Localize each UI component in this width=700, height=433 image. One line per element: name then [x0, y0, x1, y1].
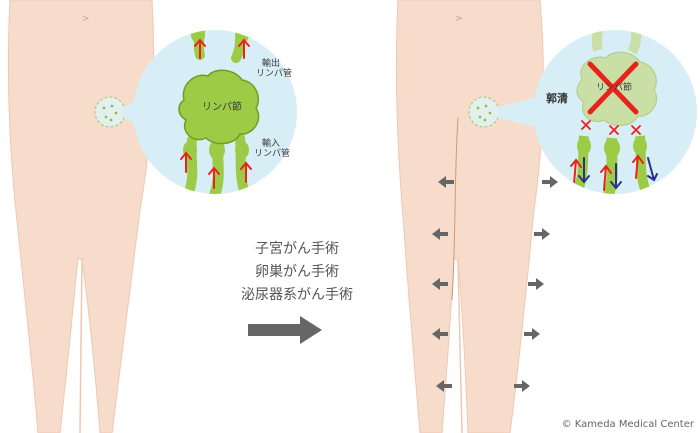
surgery-item: 子宮がん手術	[255, 241, 339, 257]
right-navel-mark: >	[455, 14, 463, 24]
left-node-label: リンパ節	[202, 100, 242, 113]
right-inguinal-node	[468, 96, 500, 128]
cut-vessel-marks	[581, 120, 641, 135]
right-leg-divide	[457, 259, 463, 433]
dissection-label: 郭清	[546, 91, 568, 105]
left-zoom-circle: リンパ節 輸出 リンパ管 輸入 リンパ管	[133, 30, 297, 194]
surgery-item: 卵巣がん手術	[255, 264, 339, 280]
swelling-arrow	[514, 380, 530, 392]
swelling-arrow	[542, 176, 558, 188]
afferent-label-line2: リンパ管	[254, 147, 290, 159]
right-legs	[395, 0, 544, 433]
right-incision-line	[451, 117, 459, 301]
efferent-label-line1: 輸出	[262, 57, 280, 69]
left-lymph-node	[178, 69, 260, 145]
right-body: >	[395, 0, 544, 433]
surgery-item: 泌尿器系がん手術	[241, 287, 353, 303]
swelling-arrow	[432, 228, 448, 240]
left-body: >	[7, 0, 154, 433]
afferent-label-line1: 輸入	[262, 137, 280, 149]
swelling-arrow	[436, 380, 452, 392]
swelling-arrow	[528, 278, 544, 290]
removed-cross-icon	[587, 61, 639, 115]
cut-mark-icon	[581, 120, 591, 130]
left-inguinal-node	[94, 96, 126, 128]
swelling-arrow	[524, 328, 540, 340]
swelling-arrows	[432, 176, 558, 392]
right-zoom-circle: リンパ節	[533, 30, 697, 194]
cut-mark-icon	[631, 125, 641, 135]
progression-arrow-icon	[248, 316, 322, 344]
right-node-label: リンパ節	[596, 81, 632, 93]
swelling-arrow	[438, 176, 454, 188]
swelling-arrow	[534, 228, 550, 240]
left-leg-divide	[79, 257, 83, 433]
left-navel-mark: >	[82, 14, 90, 24]
cut-mark-icon	[609, 125, 619, 135]
efferent-label-line2: リンパ管	[256, 67, 292, 79]
right-callout-connector	[498, 96, 540, 128]
swelling-arrow	[432, 278, 448, 290]
copyright-notice: © Kameda Medical Center	[561, 419, 694, 430]
swelling-arrow	[432, 328, 448, 340]
